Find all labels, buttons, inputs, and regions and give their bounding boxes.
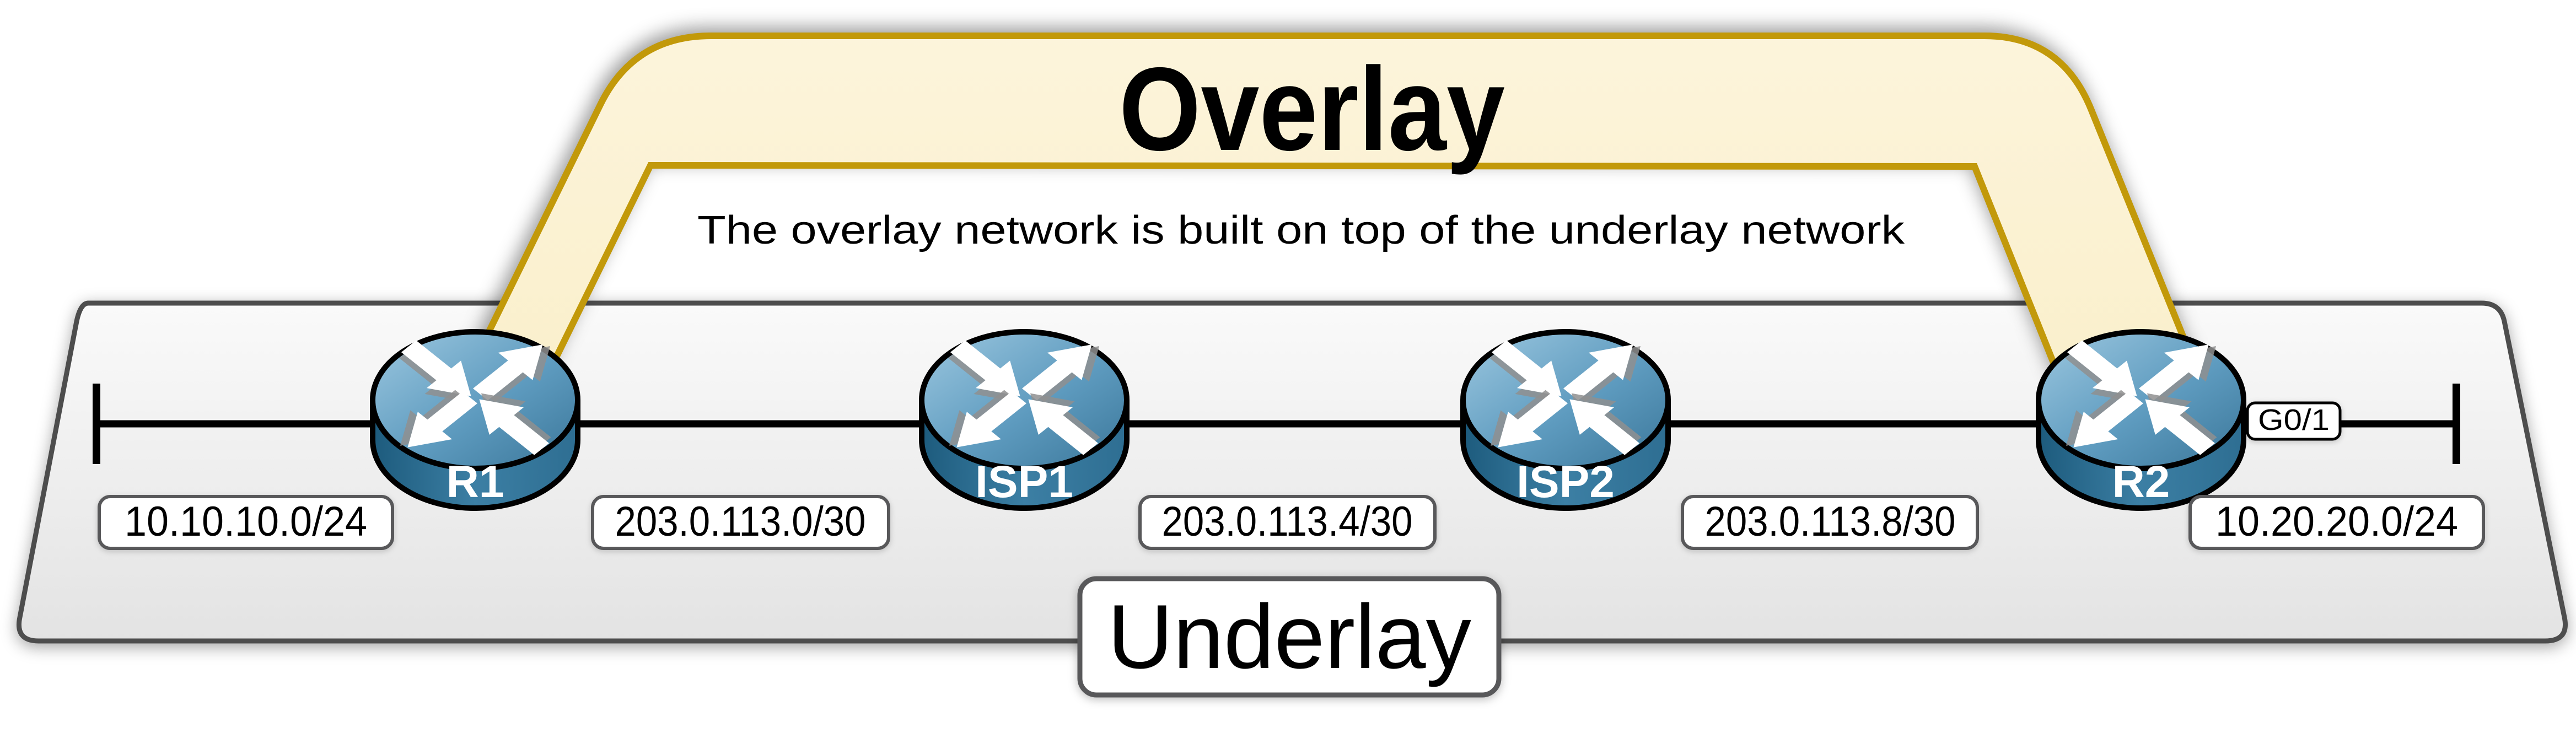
network-label-text: 203.0.113.8/30: [1705, 498, 1956, 545]
router-label: ISP2: [1516, 457, 1615, 507]
interface-label-g01: G0/1: [2246, 401, 2342, 441]
network-label-text: 203.0.113.0/30: [615, 498, 866, 545]
underlay-platform: [17, 300, 2568, 644]
overlay-subtitle: The overlay network is built on top of t…: [697, 208, 1905, 252]
network-label-5: 10.20.20.0/24: [2188, 495, 2485, 550]
interface-label-text: G0/1: [2258, 403, 2330, 436]
underlay-caption-text: Underlay: [1107, 586, 1471, 687]
router-label: R1: [447, 457, 504, 507]
network-label-text: 203.0.113.4/30: [1162, 498, 1413, 545]
overlay-title: Overlay: [1119, 42, 1505, 175]
network-label-3: 203.0.113.4/30: [1138, 495, 1437, 550]
network-label-text: 10.10.10.0/24: [125, 498, 367, 545]
router-icon-isp1: ISP1: [922, 328, 1127, 508]
router-label: ISP1: [975, 457, 1073, 507]
router-icon-isp2: ISP2: [1463, 328, 1668, 508]
underlay-caption: Underlay: [1077, 576, 1502, 698]
network-label-4: 203.0.113.8/30: [1681, 495, 1979, 550]
overlay-band: [431, 33, 2229, 441]
network-label-1: 10.10.10.0/24: [98, 495, 394, 550]
router-icon-r2: R2: [2039, 328, 2244, 508]
network-label-text: 10.20.20.0/24: [2215, 498, 2458, 545]
router-label: R2: [2112, 457, 2170, 507]
network-label-2: 203.0.113.0/30: [591, 495, 890, 550]
router-icon-r1: R1: [373, 328, 578, 508]
